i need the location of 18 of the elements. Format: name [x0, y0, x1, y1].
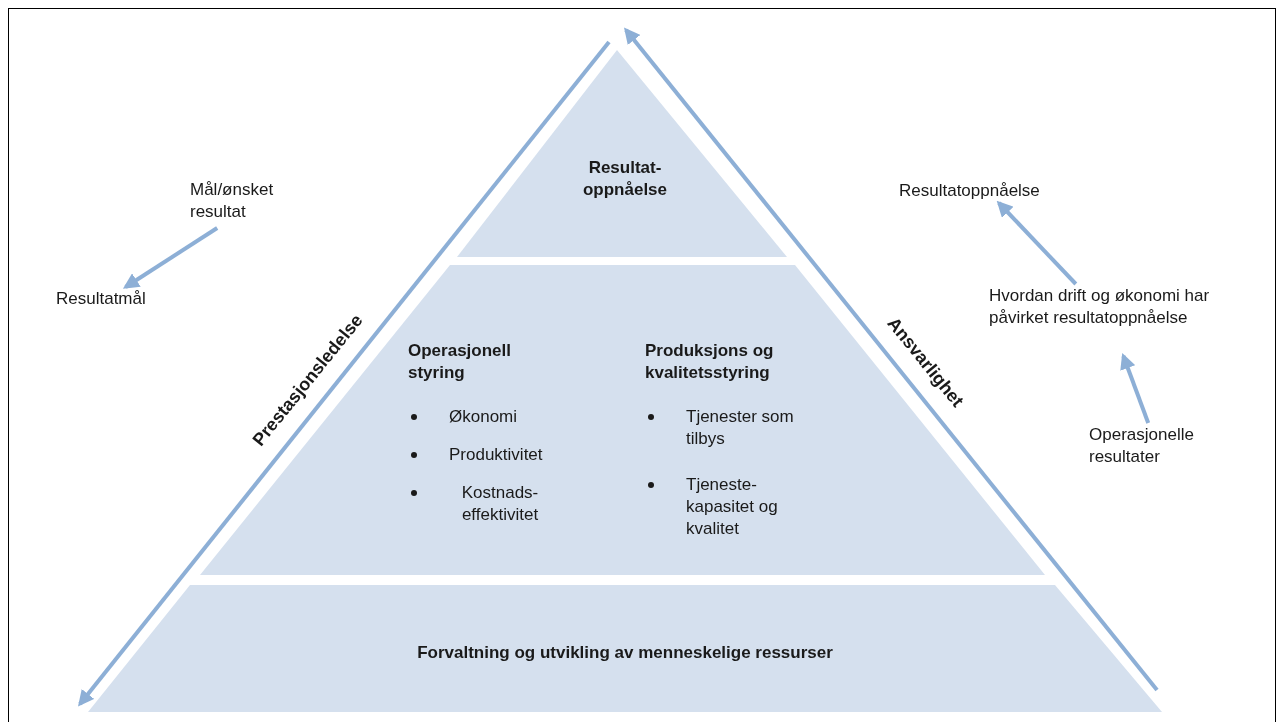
annotation-text: Mål/ønsket resultat	[186, 178, 326, 228]
section-title: Forvaltning og utvikling av menneskelige ressurser	[416, 642, 834, 664]
section-heading: Produksjons og kvalitetsstyring	[645, 340, 775, 384]
list-item: Økonomi	[449, 406, 519, 428]
list-item: Produktivitet	[449, 444, 544, 466]
annotation-text: Hvordan drift og økonomi har påvirket resultatoppnåelse	[985, 284, 1235, 356]
arrow	[1120, 353, 1151, 424]
arrow	[122, 226, 219, 289]
section-heading: Operasjonell styring	[408, 340, 512, 384]
section-title: Resultat- oppnåelse	[581, 157, 669, 201]
pyramid-base-section	[88, 585, 1162, 712]
arrow	[996, 200, 1078, 286]
annotation-text: Resultatoppnåelse	[895, 179, 1080, 203]
annotation-text: Resultatmål	[52, 287, 162, 311]
list-item: Kostnads- effektivitet	[460, 482, 540, 526]
list-item: Tjeneste- kapasitet og kvalitet	[686, 474, 779, 540]
annotation-text: Operasjonelle resultater	[1085, 423, 1230, 473]
list-item: Tjenester som tilbys	[686, 406, 795, 450]
